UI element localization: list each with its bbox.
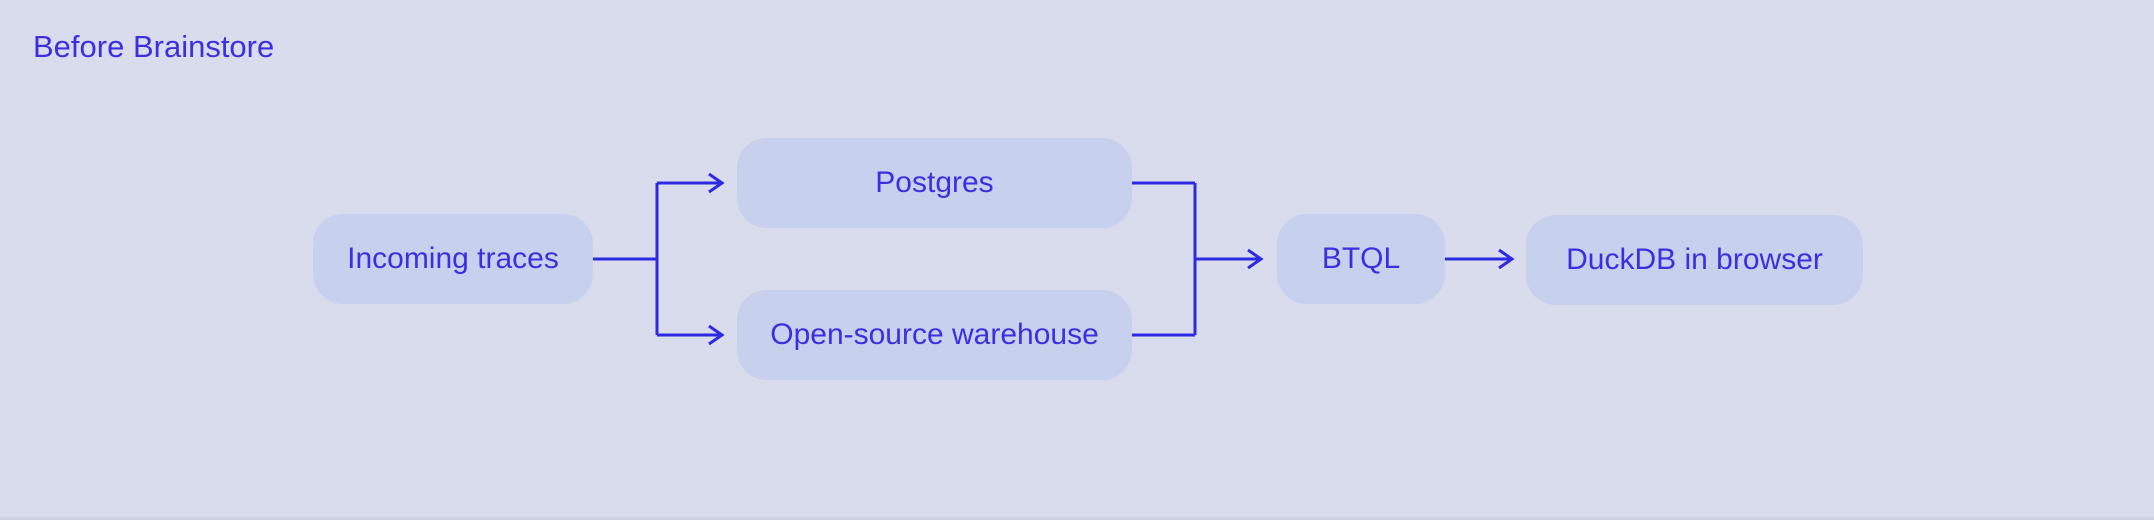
node-incoming-traces: Incoming traces bbox=[313, 214, 593, 304]
node-open-source-warehouse-label: Open-source warehouse bbox=[770, 318, 1099, 351]
node-duckdb-in-browser-label: DuckDB in browser bbox=[1566, 243, 1823, 276]
diagram-title: Before Brainstore bbox=[33, 29, 275, 64]
arrowhead-duckdb-icon bbox=[1498, 248, 1515, 270]
bottom-edge-strip bbox=[0, 517, 2154, 520]
node-open-source-warehouse: Open-source warehouse bbox=[737, 290, 1132, 380]
node-btql-label: BTQL bbox=[1321, 242, 1401, 275]
node-postgres-label: Postgres bbox=[875, 166, 994, 199]
arrowhead-warehouse-icon bbox=[708, 324, 725, 346]
node-incoming-traces-label: Incoming traces bbox=[347, 242, 559, 275]
node-postgres: Postgres bbox=[737, 138, 1132, 228]
arrowhead-btql-icon bbox=[1247, 248, 1264, 270]
arrowhead-postgres-icon bbox=[708, 172, 725, 194]
node-btql: BTQL bbox=[1277, 214, 1445, 304]
node-duckdb-in-browser: DuckDB in browser bbox=[1526, 215, 1863, 305]
